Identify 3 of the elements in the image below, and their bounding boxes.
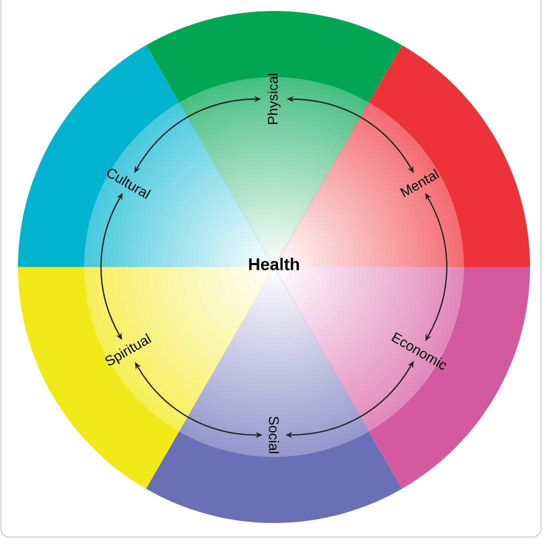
- segment-label: Social: [268, 416, 280, 454]
- center-label: Health: [249, 258, 299, 270]
- segment-label: Physical: [267, 74, 281, 124]
